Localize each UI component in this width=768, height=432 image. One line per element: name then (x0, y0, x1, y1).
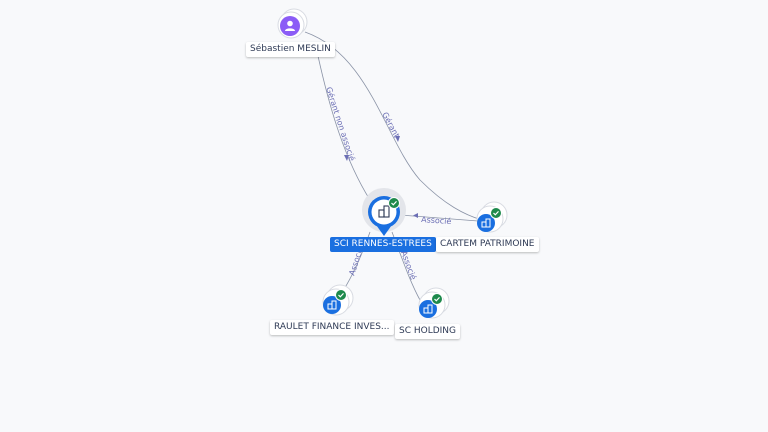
verified-check-icon (490, 207, 502, 219)
verified-check-icon (335, 289, 347, 301)
arrow-cartem-focus (413, 213, 418, 218)
node-label-person[interactable]: Sébastien MESLIN (246, 42, 335, 57)
verified-check-icon (431, 293, 443, 305)
edge-label-person-cartem: Gérant (380, 110, 402, 139)
node-label-holding[interactable]: SC HOLDING (395, 324, 461, 339)
node-cartem[interactable] (476, 201, 508, 233)
building-icon (481, 218, 491, 228)
building-icon (327, 300, 337, 310)
node-label-cartem[interactable]: CARTEM PATRIMOINE (436, 237, 539, 252)
node-raulet[interactable] (322, 284, 354, 316)
node-holding[interactable] (418, 287, 450, 319)
verified-check-icon (388, 197, 400, 209)
node-person[interactable] (277, 8, 308, 39)
person-icon (285, 20, 295, 31)
edge-person-focus[interactable] (317, 55, 371, 201)
edge-label-cartem-focus: Associé (421, 214, 452, 226)
edges (304, 31, 483, 301)
node-focus[interactable] (362, 188, 406, 236)
building-icon (423, 304, 433, 314)
arrow-person-focus (344, 155, 349, 161)
building-icon (378, 205, 390, 218)
edge-label-person-focus: Gérant non associé (324, 86, 357, 163)
node-label-focus[interactable]: SCI RENNES-ESTREES (330, 237, 436, 252)
edge-label-focus-holding: Associé (399, 249, 419, 281)
edge-person-cartem[interactable] (304, 31, 483, 221)
node-label-raulet[interactable]: RAULET FINANCE INVES... (270, 320, 394, 335)
edge-cartem-focus[interactable] (399, 214, 479, 222)
arrow-person-cartem (395, 136, 400, 142)
